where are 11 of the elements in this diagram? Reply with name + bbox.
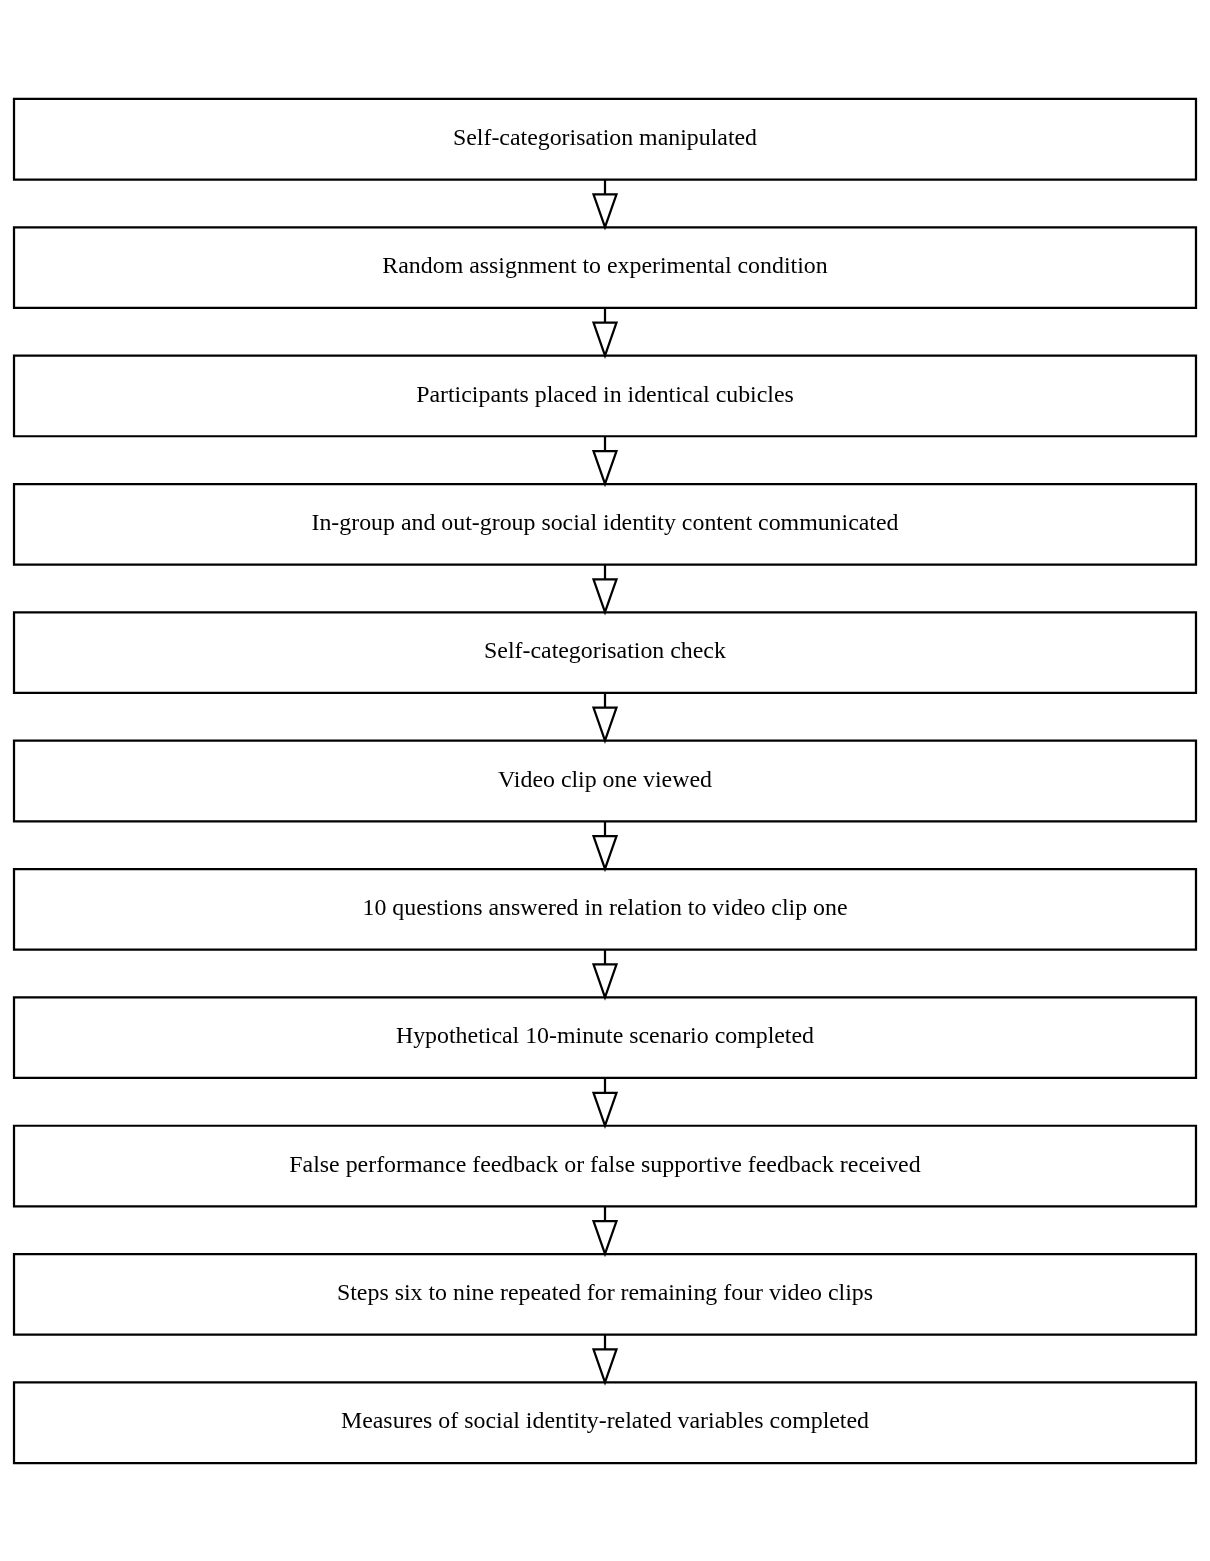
node-box: Self-categorisation check [12,610,1198,694]
node-box: 10 questions answered in relation to video clip one [12,867,1198,951]
node-box: False performance feedback or false supportive feedback received [12,1124,1198,1207]
node-box: Self-categorisation manipulated [12,97,1198,181]
node-box: Measures of social identity-related variables completed [12,1380,1198,1464]
node-box: In-group and out-group social identity content communicated [12,482,1198,566]
node-box: Hypothetical 10-minute scenario completed [12,995,1198,1079]
node-box: Video clip one viewed [12,739,1198,822]
node-box: Participants placed in identical cubicles [12,354,1198,437]
node-box: Random assignment to experimental condition [12,225,1198,309]
node-box: Steps six to nine repeated for remaining four video clips [12,1252,1198,1336]
